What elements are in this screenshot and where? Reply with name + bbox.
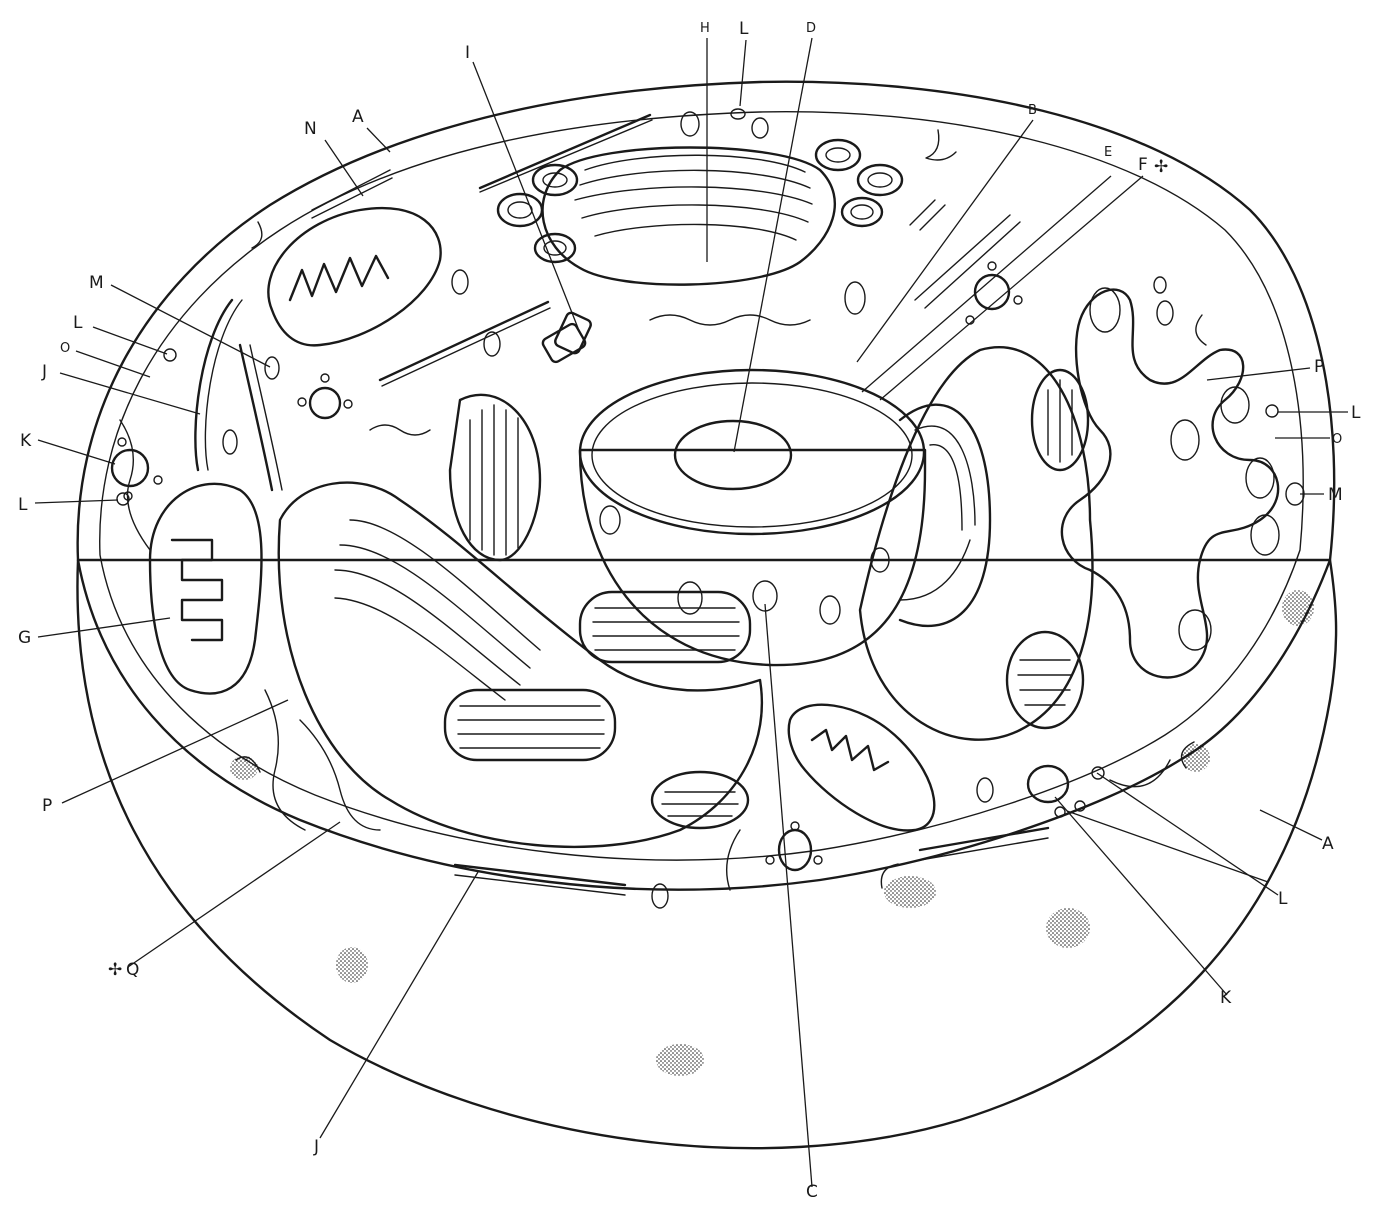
label-e: E	[1104, 145, 1112, 160]
label-l-left-upper: L	[73, 313, 83, 333]
label-f-mark: ✢	[1154, 157, 1168, 177]
mitochondrion-bottom	[789, 705, 935, 831]
nucleolus	[675, 421, 791, 489]
label-h: H	[700, 21, 710, 36]
label-i: I	[465, 43, 470, 63]
label-o-right: O	[1332, 432, 1342, 447]
label-g: G	[18, 628, 31, 648]
label-d: D	[806, 21, 816, 36]
smooth-er-right	[1062, 288, 1279, 677]
label-c: C	[806, 1182, 818, 1202]
mitochondrion-left	[150, 484, 262, 694]
label-k-bottom: K	[1220, 988, 1232, 1008]
dome-lump	[230, 756, 258, 780]
label-q: Q	[126, 960, 139, 980]
label-q-mark: ✢	[108, 960, 122, 980]
dome-lump	[336, 947, 368, 983]
label-p-left: P	[42, 796, 52, 816]
centrioles	[541, 311, 592, 364]
dome-lump	[1046, 908, 1090, 948]
endoplasmic-reticulum-left	[279, 395, 762, 847]
membrane-notch	[1196, 315, 1206, 345]
label-b: B	[1028, 103, 1037, 118]
label-a-right: A	[1322, 834, 1334, 854]
label-n: N	[304, 119, 317, 139]
dome-lump	[656, 1044, 704, 1076]
label-o-left: O	[60, 341, 70, 356]
label-l-top: L	[739, 19, 749, 39]
label-l-left-lower: L	[18, 495, 28, 515]
label-j-left: J	[41, 362, 47, 382]
label-f: F	[1138, 155, 1148, 175]
label-l-right: L	[1351, 403, 1361, 423]
nucleus	[580, 370, 925, 665]
label-p-right: P	[1314, 357, 1324, 377]
label-m-right: M	[1328, 485, 1343, 505]
cell-lower-dome	[77, 560, 1336, 1148]
leader-lines	[35, 38, 1348, 1187]
label-l-bottom-right: L	[1278, 889, 1288, 909]
label-k-left: K	[20, 431, 32, 451]
dome-lump	[884, 876, 936, 908]
membrane-notch	[926, 130, 956, 160]
vesicle-with-satellites	[112, 262, 1085, 870]
mitochondrion-top	[268, 208, 440, 345]
label-m-left: M	[89, 273, 104, 293]
golgi-apparatus	[498, 140, 902, 285]
label-a-top: A	[352, 107, 364, 127]
label-j-bottom: J	[313, 1137, 319, 1157]
